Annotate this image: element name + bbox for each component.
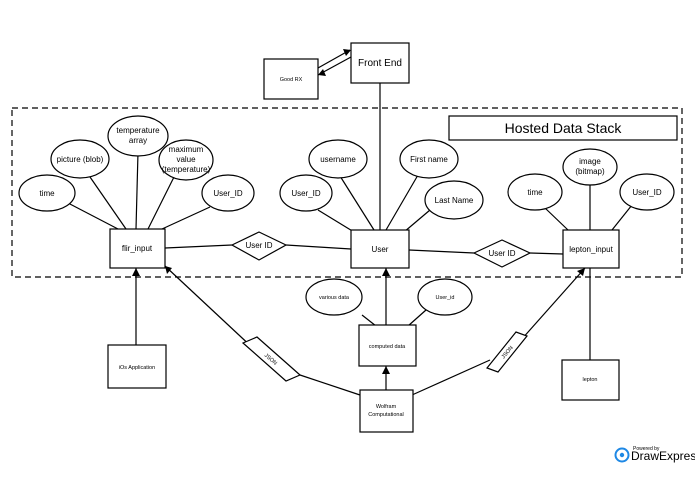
attribute-computed-user-id bbox=[417, 278, 473, 316]
arrowhead-frontend bbox=[343, 49, 351, 56]
attribute-flir-maximum-label-1: maximum bbox=[169, 145, 204, 154]
connector-computed-userid bbox=[407, 309, 427, 327]
connector-flir-json bbox=[164, 265, 256, 351]
connector-user-lastname bbox=[403, 209, 431, 233]
entity-lepton-input-label: lepton_input bbox=[569, 245, 613, 254]
connector-user-username bbox=[339, 175, 375, 231]
entity-lepton-label: lepton bbox=[583, 377, 598, 383]
entity-computed-data-label: computed data bbox=[369, 344, 406, 350]
attribute-computed-various-data-label: various data bbox=[319, 295, 350, 301]
connector-computed-various bbox=[361, 314, 377, 327]
attribute-lepton-image-label-2: (bitmap) bbox=[575, 167, 605, 176]
drawexpress-product-label: DrawExpress bbox=[631, 449, 695, 463]
connector-json2-lepton bbox=[520, 267, 586, 341]
connector-flir-userid-rel bbox=[164, 244, 233, 249]
attribute-computed-user-id-label: User_id bbox=[436, 295, 455, 301]
attribute-flir-maximum-label-3: (temperature) bbox=[162, 165, 211, 174]
connector-user-userid bbox=[317, 209, 355, 233]
entity-front-end bbox=[350, 42, 410, 84]
arrowhead-lepton-from-json bbox=[577, 268, 585, 276]
attribute-computed-various-data bbox=[305, 278, 363, 316]
connector-userid-rel2-lepton bbox=[529, 252, 564, 255]
attribute-lepton-time bbox=[507, 173, 563, 211]
drawexpress-logo-icon bbox=[614, 447, 630, 463]
arrowhead-flir-from-json bbox=[165, 266, 172, 274]
attribute-user-user-id-label: User_ID bbox=[291, 189, 321, 198]
attribute-flir-time bbox=[18, 174, 76, 212]
entity-user-label: User bbox=[372, 245, 389, 254]
attribute-flir-time-label: time bbox=[39, 189, 55, 198]
arrowhead-flir-from-ios bbox=[132, 268, 140, 276]
entity-lepton bbox=[561, 359, 620, 401]
relationship-user-id-right-label: User ID bbox=[488, 249, 515, 258]
relationship-json-left bbox=[241, 336, 302, 382]
entity-front-end-label: Front End bbox=[358, 58, 402, 69]
relationship-json-right bbox=[486, 331, 528, 373]
attribute-user-username bbox=[308, 139, 368, 179]
connector-json-wolfram bbox=[299, 374, 361, 396]
connector-flir-picture bbox=[89, 176, 127, 230]
attribute-flir-temperature-array-label-2: array bbox=[129, 136, 147, 145]
attribute-flir-temperature-array-label-1: temperature bbox=[116, 126, 160, 135]
connector-flir-temperature-array bbox=[135, 151, 139, 230]
attribute-flir-temperature-array bbox=[107, 115, 169, 157]
hosted-data-stack-boundary bbox=[11, 107, 683, 278]
entity-flir-input bbox=[109, 228, 166, 269]
attribute-user-first-name-label: First name bbox=[410, 155, 448, 164]
attribute-flir-picture bbox=[50, 139, 110, 179]
drawexpress-logo-dot-icon bbox=[619, 452, 625, 458]
entity-ios-application-label: iOs Application bbox=[119, 365, 155, 371]
connector-user-userid-rel2 bbox=[408, 249, 475, 254]
connector-lepton-time bbox=[544, 207, 569, 231]
connector-flir-maximum bbox=[147, 174, 176, 230]
attribute-lepton-image bbox=[562, 148, 618, 186]
connector-flir-userid bbox=[161, 206, 211, 230]
connector-lepton-userid bbox=[611, 204, 633, 231]
entity-wolfram-label-1: Wolfram bbox=[376, 404, 397, 410]
entity-computed-data bbox=[358, 324, 417, 367]
arrowheads bbox=[132, 49, 585, 374]
connector-user-firstname bbox=[385, 174, 419, 231]
attribute-lepton-user-id-label: User_ID bbox=[632, 188, 662, 197]
attribute-flir-user-id bbox=[201, 174, 255, 212]
attribute-user-last-name-label: Last Name bbox=[435, 196, 474, 205]
attribute-flir-maximum-label-2: value bbox=[176, 155, 196, 164]
connector-goodrx-frontend-a bbox=[317, 49, 351, 69]
hosted-data-stack-title: Hosted Data Stack bbox=[505, 120, 623, 136]
attribute-flir-user-id-label: User_ID bbox=[213, 189, 243, 198]
attribute-user-username-label: username bbox=[320, 155, 356, 164]
attribute-user-user-id bbox=[279, 174, 333, 212]
attribute-lepton-time-label: time bbox=[527, 188, 543, 197]
connector-userid-rel-user bbox=[285, 244, 352, 250]
attribute-user-last-name bbox=[424, 180, 484, 220]
arrowhead-computed-from-wolfram bbox=[382, 366, 390, 374]
attribute-lepton-user-id bbox=[619, 173, 675, 211]
arrowhead-user-from-computed bbox=[382, 268, 390, 276]
entity-ios-application bbox=[107, 344, 167, 389]
connectors bbox=[67, 49, 633, 396]
connector-flir-time bbox=[67, 202, 119, 230]
entity-user bbox=[350, 229, 410, 269]
relationship-user-id-left-label: User ID bbox=[245, 241, 272, 250]
entity-good-rx-label: Good RX bbox=[280, 77, 303, 83]
attribute-lepton-image-label-1: image bbox=[579, 157, 601, 166]
entity-lepton-input bbox=[562, 229, 620, 269]
entity-flir-input-label: flir_input bbox=[122, 244, 153, 253]
relationship-user-id-right bbox=[472, 239, 532, 268]
attribute-user-first-name bbox=[399, 139, 459, 179]
hosted-data-stack-title-box bbox=[448, 115, 678, 141]
powered-by-label: Powered by bbox=[633, 446, 660, 452]
attribute-flir-maximum-value bbox=[158, 139, 214, 181]
connector-wolfram-json2 bbox=[411, 359, 491, 396]
drawexpress-branding: Powered by DrawExpress bbox=[614, 446, 695, 463]
entity-wolfram-computational bbox=[359, 389, 414, 433]
attribute-flir-picture-label: picture (blob) bbox=[57, 155, 104, 164]
arrowhead-goodrx bbox=[318, 69, 326, 76]
entity-good-rx bbox=[263, 58, 319, 100]
relationship-user-id-left bbox=[230, 231, 288, 261]
entity-wolfram-label-2: Computational bbox=[368, 412, 403, 418]
